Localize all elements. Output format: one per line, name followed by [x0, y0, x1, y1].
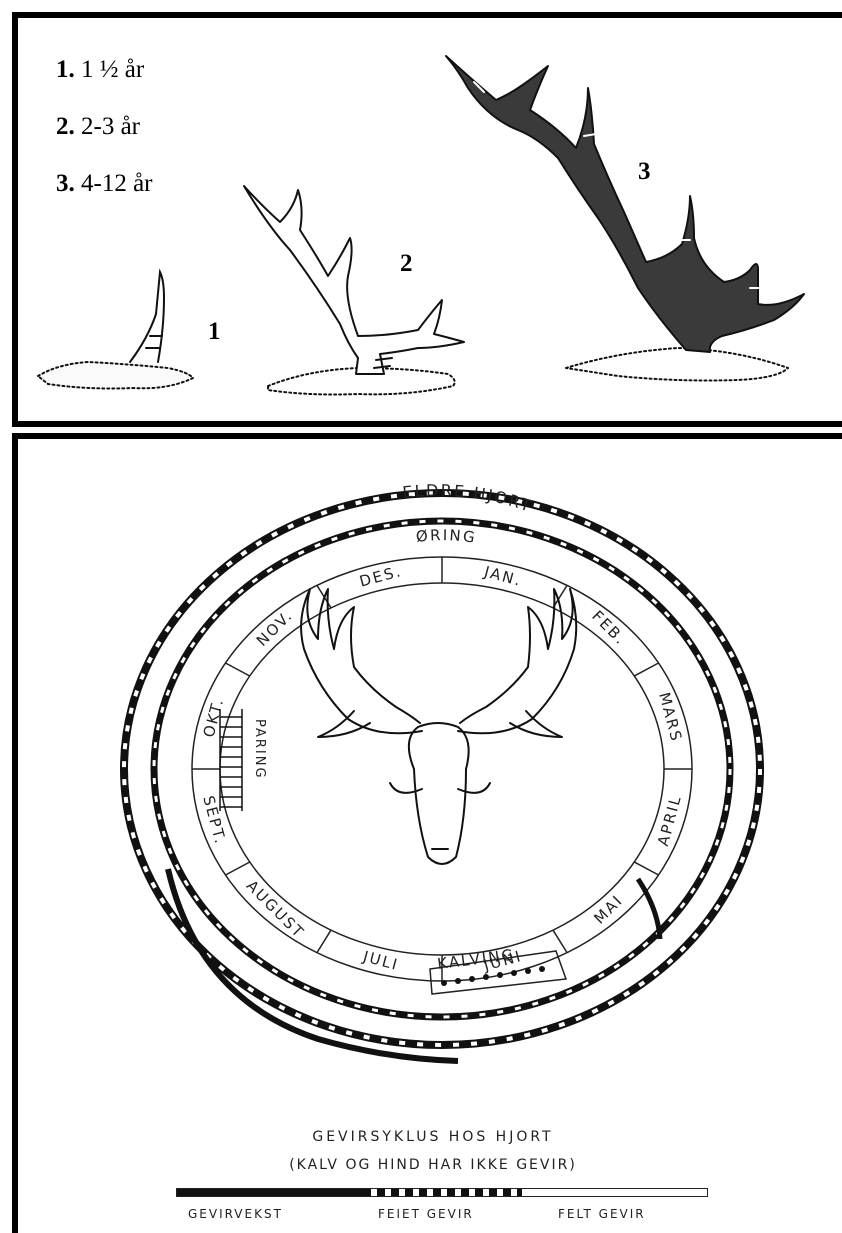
antler-number-2: 2 [400, 250, 413, 278]
antler-large-drawing [446, 56, 804, 381]
month-label: NOV. [253, 606, 297, 650]
diagram-subtitle: (KALV OG HIND HAR IKKE GEVIR) [18, 1157, 842, 1173]
outer-ring-label: ELDRE HJORT [402, 481, 536, 516]
key-segment-shed [522, 1189, 708, 1196]
key-label-growth: GEVIRVEKST [188, 1207, 283, 1221]
key-bar [176, 1188, 708, 1197]
key-label-swept: FEIET GEVIR [378, 1207, 474, 1221]
diagram-title: GEVIRSYKLUS HOS HJORT [18, 1129, 842, 1145]
inner-ring-label: ØRING [415, 526, 478, 547]
month-divider [634, 862, 658, 875]
month-divider [317, 930, 331, 953]
month-label: APRIL [654, 793, 685, 848]
key-segment-swept [363, 1189, 522, 1196]
antler-spike-drawing [38, 272, 193, 389]
month-divider [553, 930, 567, 953]
antler-cycle-diagram: ELDRE HJORT ØRING DES.JAN.FEB.MARSAPRILM… [18, 439, 842, 1229]
paring-marker [220, 709, 242, 811]
month-divider [225, 663, 249, 676]
month-label: SEPT. [199, 794, 229, 847]
month-divider [634, 663, 658, 676]
antler-drawings [18, 18, 842, 418]
key-segment-growth [177, 1189, 363, 1196]
paring-label: PARING [252, 719, 267, 780]
antler-number-3: 3 [638, 158, 651, 186]
stag-head-drawing [301, 589, 576, 864]
key-label-shed: FELT GEVIR [558, 1207, 646, 1221]
month-label: FEB. [588, 607, 630, 649]
month-label: MAI [590, 891, 627, 928]
month-label: AUGUST [243, 877, 308, 942]
month-label: MARS [655, 690, 686, 744]
month-divider [225, 862, 249, 875]
antler-medium-drawing [244, 186, 464, 395]
antler-age-panel: 1. 1 ½ år 2. 2-3 år 3. 4-12 år 1 2 3 [12, 12, 842, 427]
antler-number-1: 1 [208, 318, 221, 346]
